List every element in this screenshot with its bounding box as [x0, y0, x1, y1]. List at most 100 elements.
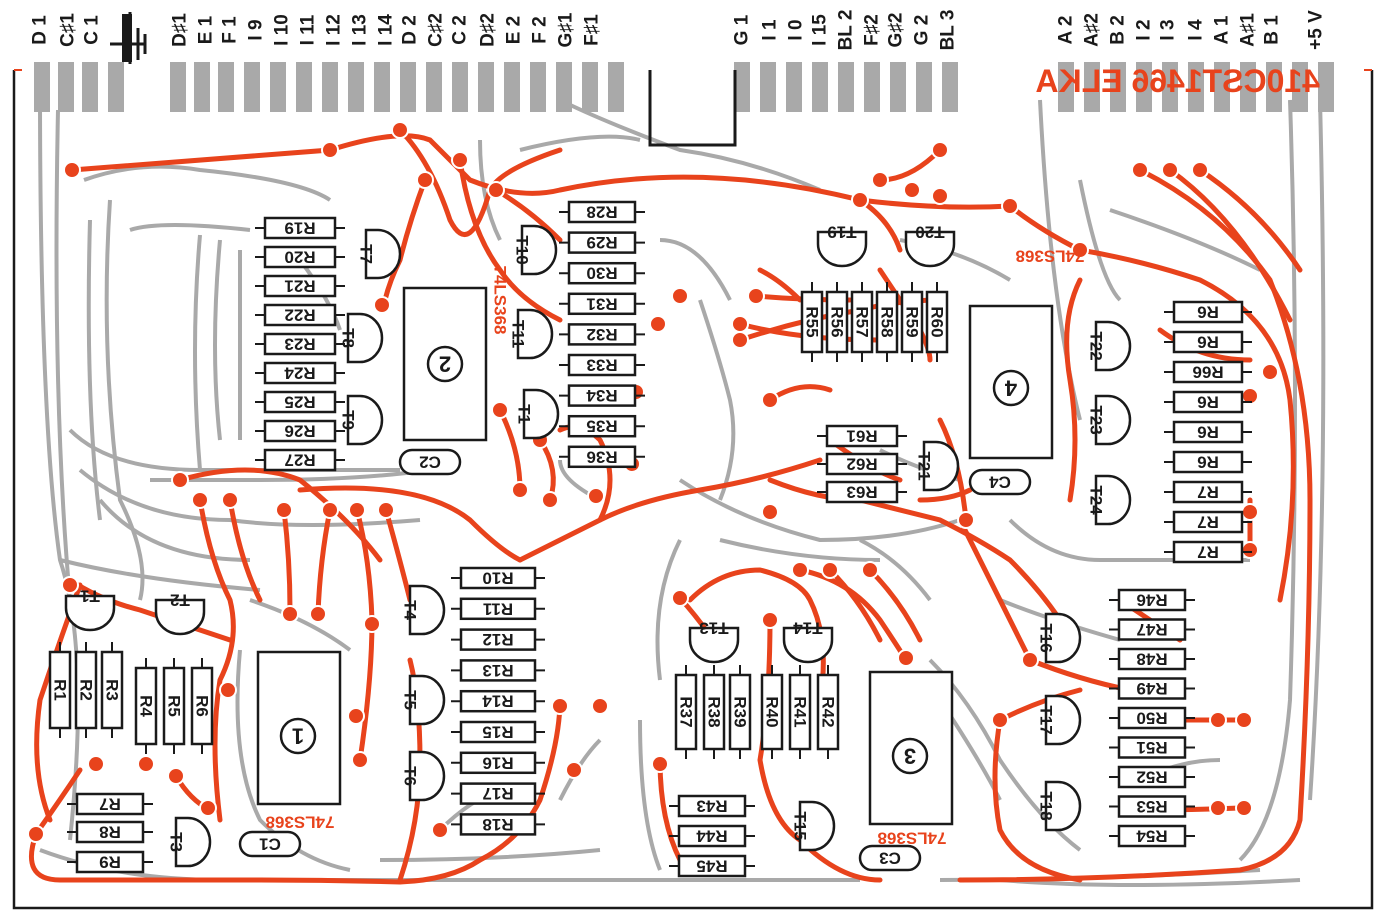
ic-number: 3 [904, 744, 916, 769]
resistor-label: R12 [482, 630, 513, 649]
transistor: T9 [339, 394, 384, 446]
capacitor-label: C2 [419, 453, 441, 472]
resistor: R21 [255, 274, 345, 298]
resistor-label: R6 [1197, 423, 1219, 442]
transistor: T21 [915, 440, 960, 492]
resistor-label: R11 [483, 599, 513, 618]
resistor: R44 [669, 824, 755, 848]
resistor-label: R40 [763, 696, 782, 727]
resistor: R37 [674, 665, 698, 759]
resistor: R19 [255, 216, 345, 240]
resistor-label: R8 [99, 823, 121, 842]
pin-label: A 2 [1056, 16, 1077, 45]
transistor: T2 [154, 591, 206, 636]
resistor-label: R62 [846, 455, 877, 474]
transistor: T7 [357, 228, 402, 280]
pin-label: D♯2 [478, 13, 499, 47]
resistor-label: R47 [1136, 620, 1167, 639]
resistor-label: R21 [284, 277, 315, 296]
resistor: R10 [451, 566, 545, 590]
resistor-label: R5 [165, 695, 184, 717]
resistor: R53 [1109, 795, 1195, 818]
resistor: R24 [255, 361, 345, 385]
transistor: T19 [816, 223, 868, 268]
resistor-label: R3 [103, 679, 122, 701]
resistor: R51 [1109, 736, 1195, 759]
transistor-label: T7 [357, 244, 376, 264]
transistor-label: T13 [699, 619, 728, 638]
transistor: T22 [1087, 320, 1132, 372]
capacitor-label: C1 [259, 835, 281, 854]
transistor: T5 [401, 674, 446, 726]
ic-number: 2 [439, 352, 451, 377]
transistor: T4 [401, 584, 446, 636]
resistor-label: R42 [819, 696, 838, 727]
transistor-label: T24 [1087, 485, 1106, 515]
transistor: T1 [515, 388, 560, 440]
resistor-label: R31 [586, 294, 617, 313]
capacitor: C1 [238, 830, 302, 858]
resistor: R16 [451, 751, 545, 775]
resistor-label: R63 [846, 483, 877, 502]
pin-label: D 2 [400, 15, 421, 45]
resistor-label: R48 [1136, 650, 1167, 669]
resistor-label: R6 [1197, 303, 1219, 322]
resistor: R41 [788, 665, 812, 759]
resistor-label: R4 [137, 695, 156, 717]
transistor: T18 [1037, 780, 1082, 832]
pin-label: I 2 [1134, 19, 1155, 40]
ic-type-label: 74LS368 [266, 813, 335, 832]
pin-label: I 12 [324, 14, 345, 46]
resistor: R13 [451, 659, 545, 682]
resistor-label: R6 [1197, 333, 1219, 352]
pin-label: E 2 [504, 16, 525, 45]
resistor: R11 [451, 597, 545, 621]
board-title: 410CST1466 ELKA [1035, 63, 1320, 99]
resistor-label: R49 [1136, 679, 1167, 698]
pin-label: I 4 [1186, 19, 1207, 41]
resistor-label: R57 [853, 306, 872, 337]
resistor-label: R17 [482, 784, 513, 803]
resistor-label: R22 [284, 306, 315, 325]
resistor-label: R53 [1136, 797, 1167, 816]
ic-3-body [868, 670, 954, 826]
resistor-label: R24 [284, 364, 316, 383]
resistor-label: R7 [1197, 543, 1219, 562]
resistor: R62 [817, 452, 907, 476]
ic-number-circles [279, 345, 1030, 775]
transistor-label: T10 [513, 235, 532, 264]
pin-label: I 13 [350, 14, 371, 46]
pin-label: G 1 [732, 14, 753, 45]
pin-label: I 14 [376, 14, 397, 46]
transistor-label: T16 [1037, 623, 1056, 652]
resistor: R6 [1164, 300, 1252, 324]
resistor: R7 [1164, 480, 1252, 504]
resistor: R32 [559, 323, 645, 346]
resistor: R63 [817, 480, 907, 504]
transistor: T24 [1087, 474, 1132, 526]
resistor: R6 [1164, 450, 1252, 474]
resistor: R1 [48, 642, 72, 738]
pin-label: +5 V [1306, 10, 1327, 50]
resistor-label: R6 [1197, 453, 1219, 472]
transistor: T15 [791, 800, 836, 852]
board-title-group: 410CST1466 ELKA [1035, 63, 1320, 99]
transistor-label: T19 [827, 223, 856, 242]
transistor: T17 [1037, 694, 1082, 746]
resistor: R7 [67, 792, 153, 816]
resistor: R7 [1164, 510, 1252, 534]
transistor: T14 [782, 619, 834, 664]
pin-label: G♯1 [556, 12, 577, 47]
resistor: R42 [816, 665, 840, 759]
resistor-label: R9 [99, 853, 121, 872]
capacitor-label: C3 [879, 849, 901, 868]
transistor-label: T4 [401, 600, 420, 620]
resistor-label: R56 [828, 306, 847, 337]
pin-label: C♯2 [426, 13, 447, 47]
resistor: R52 [1109, 765, 1195, 789]
resistor: R31 [559, 292, 645, 316]
resistor: R12 [451, 628, 545, 651]
resistor: R2 [74, 642, 98, 738]
